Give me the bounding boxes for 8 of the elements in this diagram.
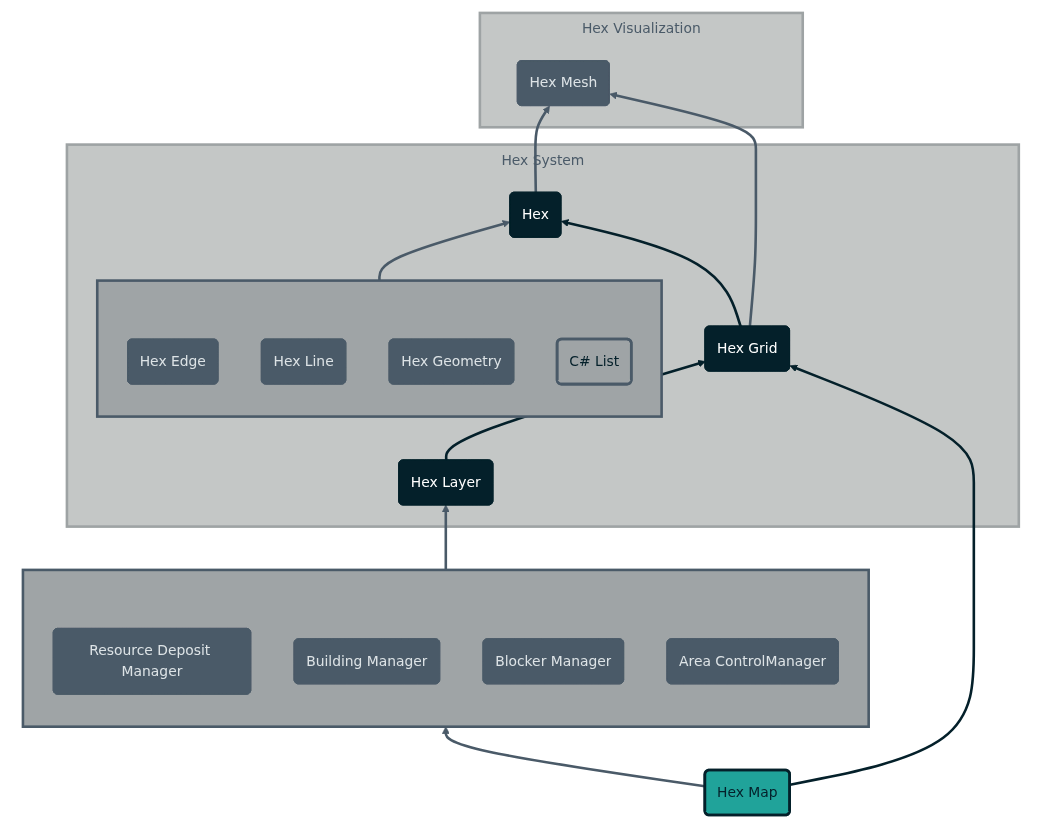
arrow — [561, 219, 742, 327]
arrow — [789, 364, 976, 786]
cluster — [96, 279, 663, 418]
arrow — [534, 105, 550, 193]
arrow — [609, 91, 758, 327]
arrow — [378, 220, 511, 281]
arrow — [442, 504, 450, 570]
cluster — [21, 568, 871, 728]
